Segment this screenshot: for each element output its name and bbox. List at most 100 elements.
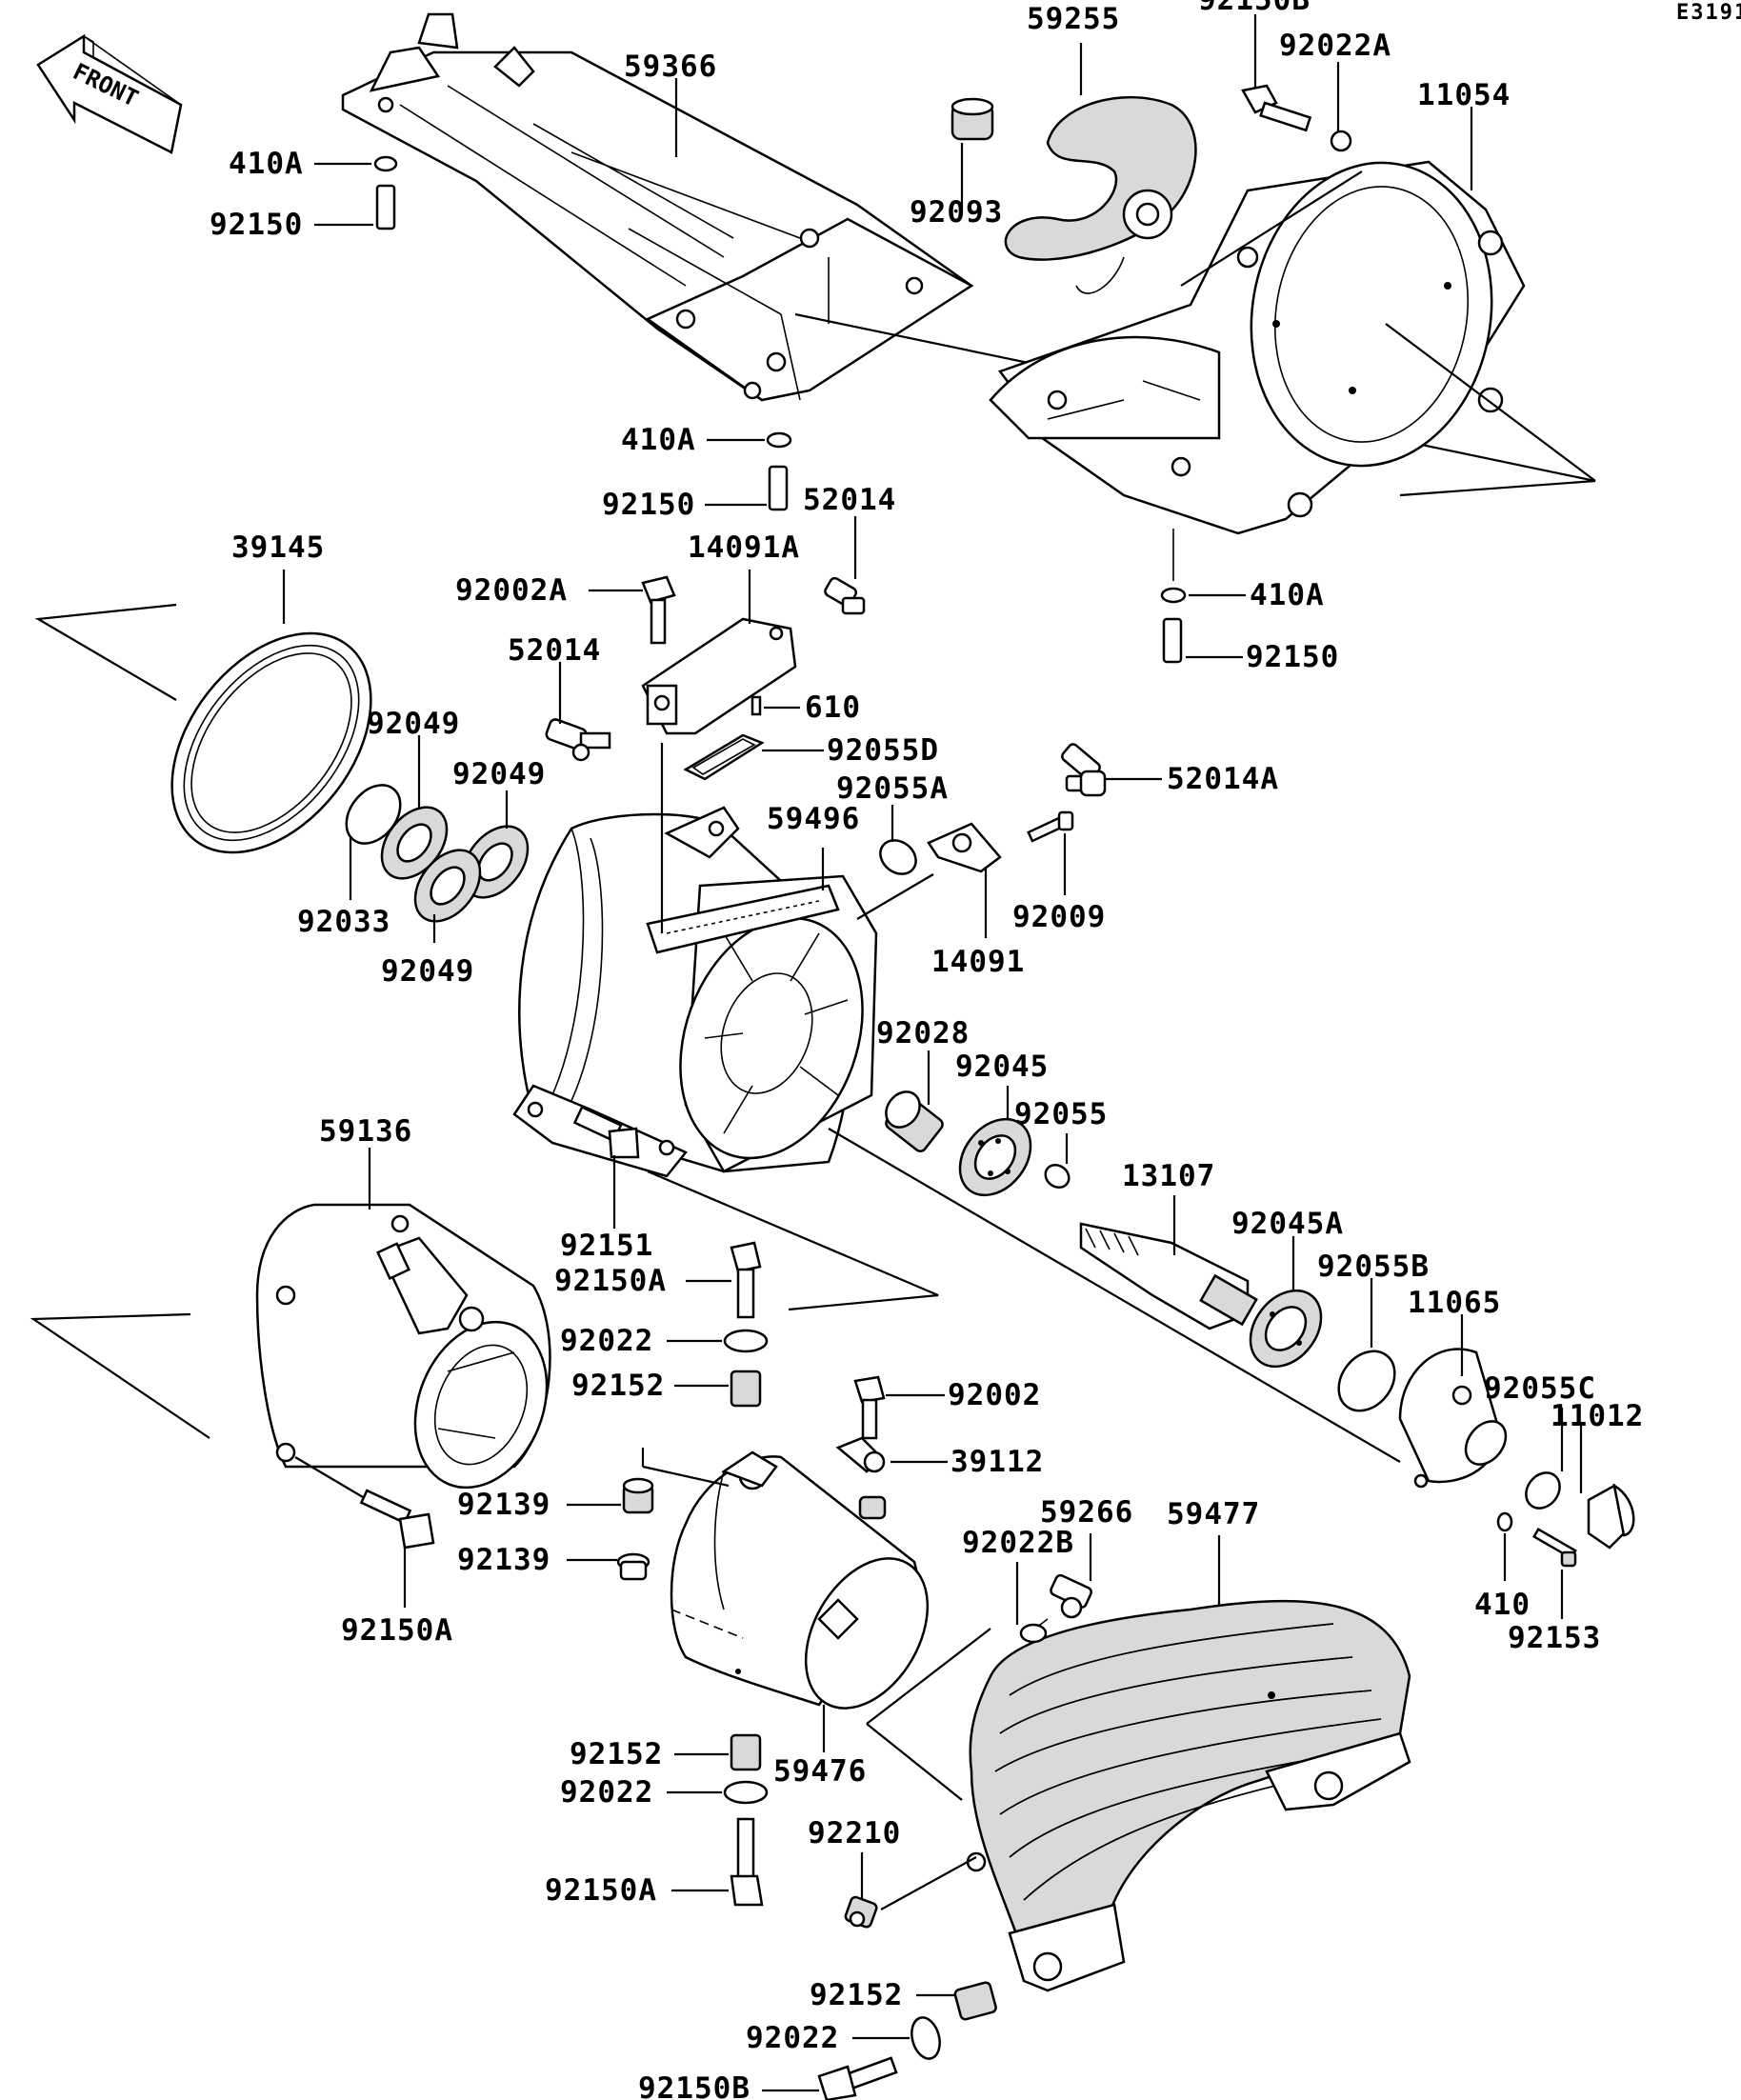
part-label-11054: 11054 (1417, 78, 1511, 112)
bolt-92150b-bottom-icon (817, 2056, 898, 2100)
fitting-52014-upper-icon (824, 576, 866, 615)
bearing-92045-icon (958, 1117, 1032, 1197)
part-label-92152-bottom: 92152 (810, 1978, 903, 2012)
part-label-59496: 59496 (767, 802, 860, 836)
part-label-92093: 92093 (910, 195, 1003, 230)
part-label-92022b: 92022B (962, 1526, 1074, 1560)
washer-92022-bottom-icon (911, 2016, 941, 2060)
grommet-92139-lower-icon (616, 1552, 650, 1581)
fitting-59266-icon (1028, 1573, 1092, 1634)
fitting-52014-lower-icon (545, 718, 611, 762)
part-label-59476: 59476 (773, 1754, 867, 1789)
part-label-59266: 59266 (1040, 1495, 1133, 1530)
washer-92022b-icon (1019, 1623, 1048, 1644)
screw-92153-icon (1531, 1527, 1577, 1568)
part-label-92049-2: 92049 (452, 757, 546, 791)
circlip-92033-icon (345, 784, 402, 845)
cap-92093-icon (951, 97, 994, 141)
steering-nozzle-59476 (670, 1450, 930, 1710)
washer-410a-right-icon (1160, 587, 1187, 604)
bolt-92002a-icon (641, 575, 676, 645)
impeller (1004, 96, 1197, 294)
part-label-92049-3: 92049 (381, 954, 474, 989)
bolt-92150a-left-icon (359, 1489, 435, 1550)
bolt-92150-icon (375, 184, 396, 230)
lever-39112-icon (835, 1436, 887, 1520)
diagram-code: E3191 (1676, 1, 1741, 25)
part-label-52014-upper: 52014 (803, 483, 896, 517)
part-label-92022-bottom: 92022 (746, 2021, 839, 2055)
part-label-410a-2: 410A (621, 423, 696, 457)
part-label-92002: 92002 (948, 1378, 1041, 1412)
part-label-13107: 13107 (1122, 1159, 1215, 1193)
part-label-92055c: 92055C (1484, 1371, 1596, 1406)
gasket-92055d-icon (683, 733, 765, 781)
part-label-92153: 92153 (1508, 1621, 1601, 1655)
part-label-92150-2: 92150 (602, 488, 695, 522)
spacer-92152-bottom-icon (953, 1981, 997, 2021)
pump-housing-bracket (989, 160, 1596, 535)
front-arrow-icon: FRONT (36, 33, 183, 154)
bolt-92150-mid-icon (768, 465, 789, 511)
seal-92049-3-icon (413, 849, 482, 923)
washer-92022-center-icon (723, 1329, 769, 1353)
plug-11012-icon (1587, 1483, 1635, 1550)
steering-block-14091a (641, 617, 797, 735)
plate-14091-icon (927, 822, 1002, 873)
spacer-92152-center-icon (730, 1370, 762, 1408)
part-label-14091a: 14091A (688, 530, 800, 565)
part-label-59477: 59477 (1167, 1497, 1260, 1531)
part-label-92150-3: 92150 (1246, 640, 1339, 674)
pump-mounting-frame (341, 12, 1596, 483)
oring-92055b-icon (1337, 1350, 1396, 1412)
part-label-410: 410 (1474, 1588, 1531, 1622)
shaft-13107-icon (1079, 1222, 1258, 1330)
oring-92055c-icon (1525, 1471, 1561, 1510)
part-label-92210: 92210 (808, 1816, 901, 1850)
cap-92210-icon (844, 1895, 878, 1929)
bolt-92150a-center-icon (730, 1241, 762, 1319)
part-label-39112: 39112 (951, 1445, 1044, 1479)
washer-92022a-icon (1330, 130, 1352, 152)
nozzle-59136 (255, 1203, 551, 1490)
part-label-92055b: 92055B (1317, 1250, 1430, 1284)
part-label-39145: 39145 (231, 530, 325, 565)
part-label-14091: 14091 (931, 945, 1025, 979)
bolt-92002-icon (853, 1375, 886, 1440)
spacer-92152-lower-icon (730, 1733, 762, 1771)
part-label-92009: 92009 (1012, 900, 1106, 934)
screw-92009-icon (1027, 810, 1074, 843)
part-label-11065: 11065 (1408, 1286, 1501, 1320)
part-label-92055a: 92055A (836, 771, 949, 806)
cap-11065-icon (1398, 1348, 1508, 1489)
part-label-11012: 11012 (1551, 1399, 1644, 1433)
band-39145 (170, 631, 372, 854)
reverse-bucket-59477 (966, 1599, 1411, 1992)
bolt-92150a-lower-icon (730, 1817, 764, 1907)
pump-housing-59496 (512, 743, 878, 1178)
part-label-92033: 92033 (297, 905, 390, 939)
oring-92055a-icon (879, 839, 917, 875)
part-label-92022-lower: 92022 (560, 1775, 653, 1810)
pin-610-icon (750, 695, 762, 716)
part-label-92022-center: 92022 (560, 1324, 653, 1358)
bolt-92150b-icon (1241, 84, 1312, 132)
part-label-92028: 92028 (876, 1016, 970, 1050)
part-label-59255: 59255 (1027, 2, 1120, 36)
bolt-92150-right-icon (1162, 617, 1183, 664)
bolt-92151-icon (572, 1105, 640, 1159)
part-label-92150b-top: 92150B (1198, 0, 1311, 17)
part-label-92055d: 92055D (827, 733, 939, 768)
bushing-92028-icon (885, 1090, 944, 1152)
fitting-52014a-icon (1061, 743, 1107, 797)
oring-92055-icon (1044, 1163, 1071, 1190)
washer-410a-icon (373, 155, 398, 172)
part-label-92045a: 92045A (1231, 1207, 1344, 1241)
part-label-59136: 59136 (319, 1114, 412, 1149)
part-label-92151: 92151 (560, 1229, 653, 1263)
part-label-92049-1: 92049 (367, 707, 460, 741)
part-label-92002a: 92002A (455, 573, 568, 608)
part-label-59366: 59366 (624, 50, 717, 84)
washer-410-icon (1496, 1511, 1513, 1532)
